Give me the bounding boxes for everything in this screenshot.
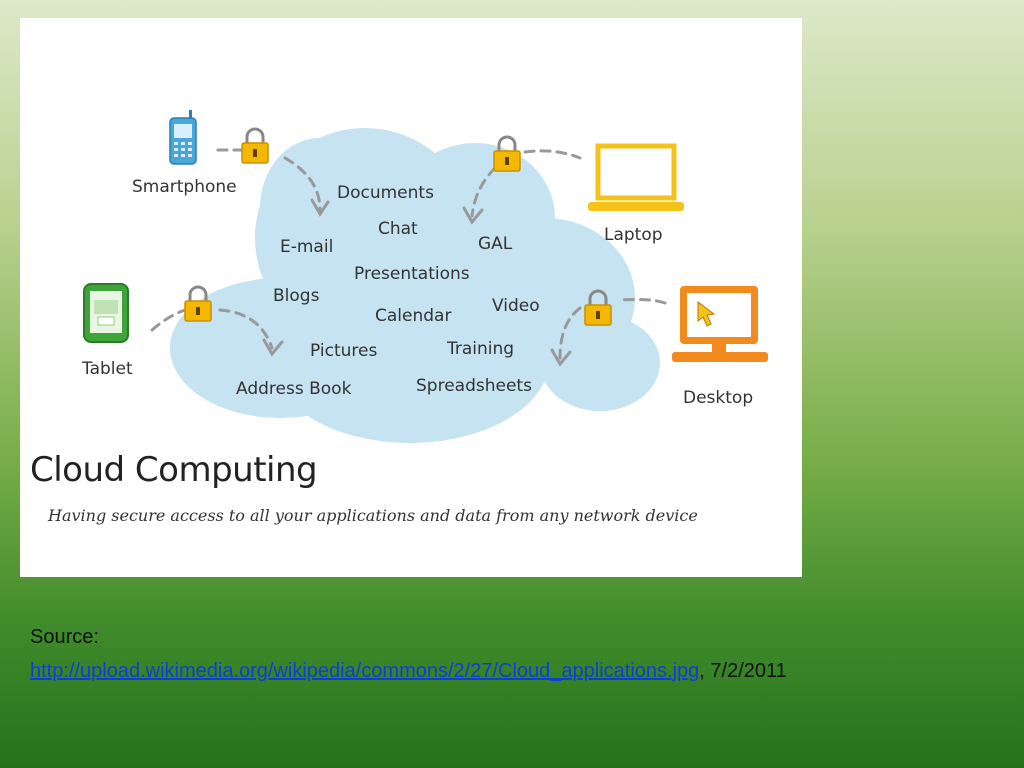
lock-icon xyxy=(493,135,521,172)
arrowheads xyxy=(262,198,572,367)
source-link[interactable]: http://upload.wikimedia.org/wikipedia/co… xyxy=(30,660,700,682)
app-label-pictures: Pictures xyxy=(310,341,377,361)
arrow-tablet xyxy=(150,308,187,332)
device-label-smartphone: Smartphone xyxy=(132,177,237,197)
app-label-documents: Documents xyxy=(337,183,434,203)
arrow-smartphone-cloud xyxy=(283,156,322,212)
app-label-presentations: Presentations xyxy=(354,264,470,284)
app-label-address-book: Address Book xyxy=(236,379,352,399)
device-label-desktop: Desktop xyxy=(683,388,753,408)
laptop-icon xyxy=(588,143,684,211)
device-label-tablet: Tablet xyxy=(81,359,133,379)
app-label-spreadsheets: Spreadsheets xyxy=(416,376,532,396)
cloud-diagram: Smartphone Laptop Tablet Desktop Documen… xyxy=(81,110,768,443)
app-label-gal: GAL xyxy=(478,234,513,254)
app-label-video: Video xyxy=(492,296,540,316)
connection-arrows xyxy=(150,148,667,360)
lock-icon xyxy=(584,289,612,326)
app-label-email: E-mail xyxy=(280,237,333,257)
app-label-training: Training xyxy=(446,339,514,359)
source-line: http://upload.wikimedia.org/wikipedia/co… xyxy=(30,660,787,683)
arrow-desktop-cloud xyxy=(558,306,582,360)
diagram-title: Cloud Computing xyxy=(30,450,318,490)
lock-icon xyxy=(184,285,212,322)
source-date: , 7/2/2011 xyxy=(699,660,787,682)
app-label-blogs: Blogs xyxy=(273,286,320,306)
arrow-laptop xyxy=(523,149,582,160)
arrow-laptop-cloud xyxy=(470,166,497,218)
app-label-calendar: Calendar xyxy=(375,306,451,326)
app-label-chat: Chat xyxy=(378,219,418,239)
source-label: Source: xyxy=(30,626,99,648)
smartphone-icon xyxy=(169,110,197,165)
desktop-icon xyxy=(672,286,768,362)
device-label-laptop: Laptop xyxy=(604,225,663,245)
image-panel: Smartphone Laptop Tablet Desktop Documen… xyxy=(20,18,802,577)
lock-icon xyxy=(241,127,269,164)
arrow-tablet-cloud xyxy=(218,308,274,350)
tablet-icon xyxy=(83,283,129,343)
arrow-desktop xyxy=(618,297,667,305)
diagram-subtitle: Having secure access to all your applica… xyxy=(48,506,698,525)
